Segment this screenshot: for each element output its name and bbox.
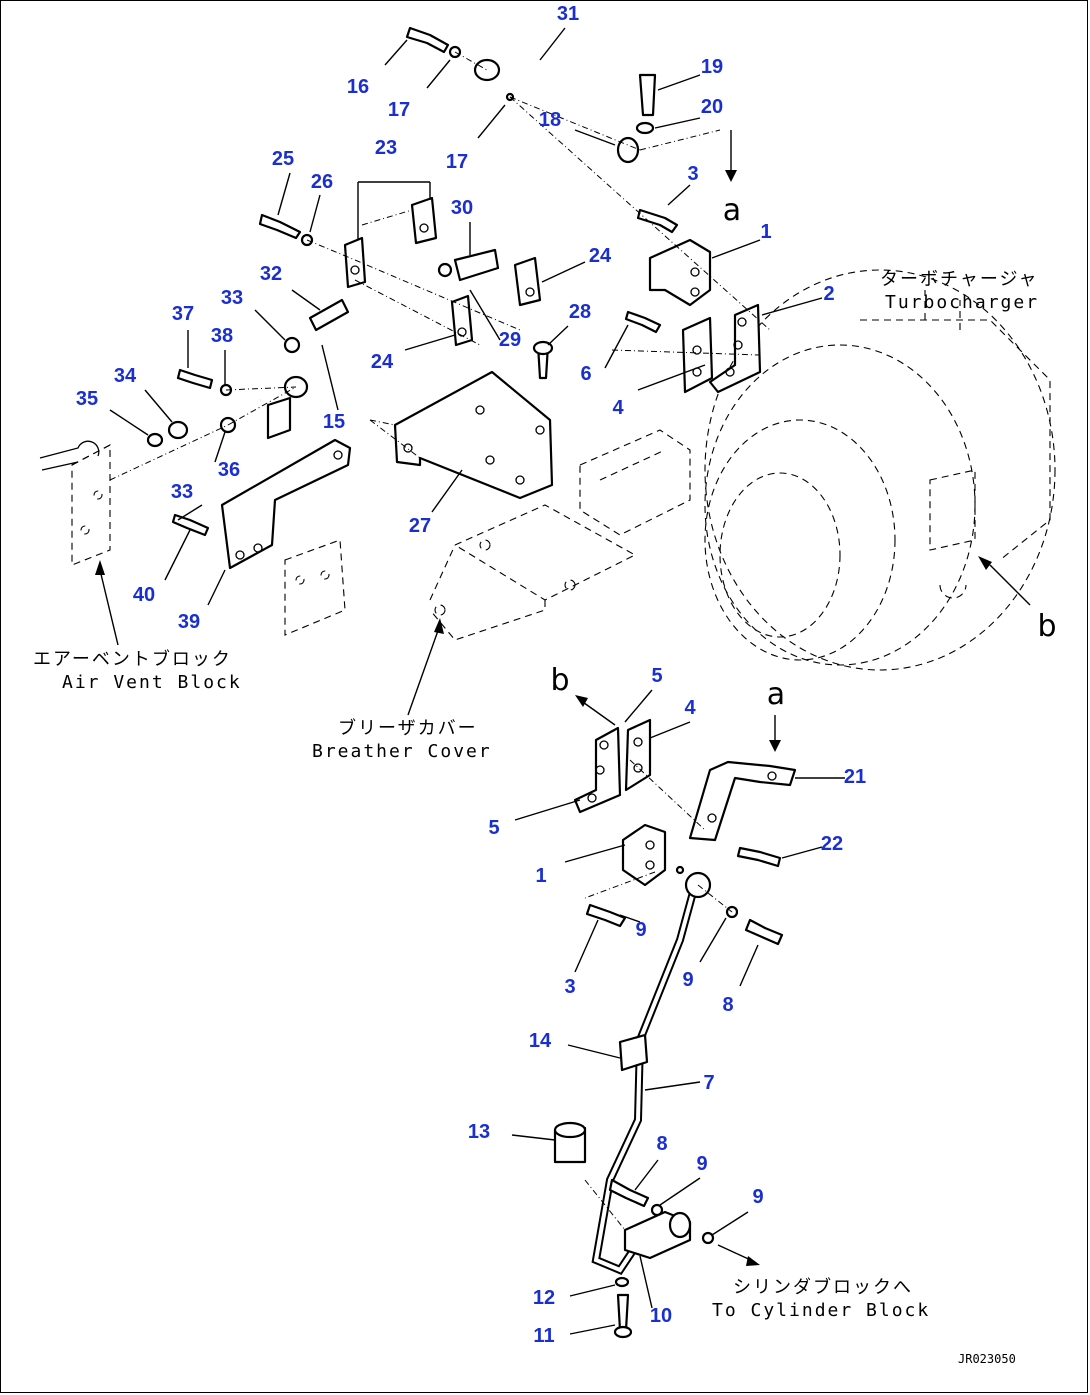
turbocharger-label-en: Turbocharger	[885, 292, 1039, 313]
bracket-27	[393, 370, 554, 500]
callout-37: 37	[172, 303, 194, 325]
callout-23: 23	[375, 137, 397, 159]
callout-30: 30	[451, 197, 473, 219]
callout-9: 9	[752, 1186, 763, 1208]
callout-4: 4	[612, 397, 624, 419]
callout-33: 33	[221, 287, 243, 309]
breather-label-en: Breather Cover	[312, 741, 492, 762]
turbocharger-outline	[579, 269, 1056, 671]
callout-26: 26	[311, 171, 333, 193]
upper-oil-pipe	[258, 36, 640, 402]
callout-13: 13	[468, 1121, 490, 1143]
turbocharger-label-jp: ターボチャージャ	[880, 269, 1039, 290]
air-vent-label-en: Air Vent Block	[62, 672, 242, 693]
callout-40: 40	[133, 584, 155, 606]
air-vent-label-jp: エアーベントブロック	[33, 648, 232, 670]
callout-39: 39	[178, 611, 200, 633]
callout-5: 5	[651, 665, 662, 687]
view-marker-a: a	[723, 193, 741, 228]
callout-6: 6	[580, 363, 591, 385]
assembly-lines	[109, 51, 771, 1231]
breather-cover-outline	[429, 504, 637, 641]
callout-38: 38	[211, 325, 233, 347]
callout-20: 20	[701, 96, 723, 118]
view-marker-b: b	[550, 663, 569, 698]
callout-3: 3	[687, 163, 698, 185]
air-vent-block-outline	[39, 440, 346, 636]
view-marker-b: b	[1037, 609, 1056, 644]
clamp-parts	[343, 196, 542, 347]
lower-flange-parts	[573, 718, 797, 887]
callout-10: 10	[650, 1305, 672, 1327]
callout-31: 31	[557, 3, 579, 25]
upper-flange-parts	[648, 238, 762, 394]
callout-35: 35	[76, 388, 98, 410]
callout-34: 34	[114, 365, 137, 387]
callout-18: 18	[539, 109, 561, 131]
callout-7: 7	[703, 1072, 714, 1094]
callout-19: 19	[701, 56, 723, 78]
callout-8: 8	[656, 1133, 667, 1155]
callout-9: 9	[635, 919, 646, 941]
callout-1: 1	[535, 865, 546, 887]
callout-25: 25	[272, 148, 294, 170]
view-arrows	[95, 130, 1031, 1266]
callout-22: 22	[821, 833, 843, 855]
view-markers: a b b a	[550, 193, 1056, 712]
callout-17: 17	[388, 99, 410, 121]
callout-11: 11	[533, 1325, 554, 1347]
callout-4: 4	[684, 697, 696, 719]
callout-5: 5	[488, 817, 499, 839]
callout-36: 36	[218, 459, 240, 481]
callout-3: 3	[564, 976, 575, 998]
callout-24: 24	[589, 245, 612, 267]
fasteners-lower	[585, 865, 784, 1339]
cylinder-label-jp: シリンダブロックへ	[733, 1276, 913, 1298]
callout-33: 33	[171, 481, 193, 503]
cylinder-label-en: To Cylinder Block	[712, 1300, 930, 1321]
callout-2: 2	[823, 283, 834, 305]
callout-21: 21	[844, 766, 866, 788]
view-marker-a: a	[767, 677, 785, 712]
callout-27: 27	[409, 515, 431, 537]
breather-label-jp: ブリーザカバー	[338, 717, 478, 739]
callout-24: 24	[371, 351, 394, 373]
callout-32: 32	[260, 263, 282, 285]
callout-1: 1	[760, 221, 771, 243]
callout-9: 9	[682, 969, 693, 991]
callout-14: 14	[529, 1030, 552, 1052]
callout-16: 16	[347, 76, 369, 98]
callout-17: 17	[446, 151, 468, 173]
callout-leaders	[109, 27, 845, 1335]
lower-oil-pipe	[553, 871, 712, 1275]
callout-9: 9	[696, 1153, 707, 1175]
drawing-code: JR023050	[958, 1352, 1016, 1366]
callout-15: 15	[323, 411, 345, 433]
callout-29: 29	[499, 329, 521, 351]
bracket-39	[220, 396, 352, 570]
callout-8: 8	[722, 994, 733, 1016]
callout-28: 28	[569, 301, 591, 323]
callout-12: 12	[533, 1287, 555, 1309]
